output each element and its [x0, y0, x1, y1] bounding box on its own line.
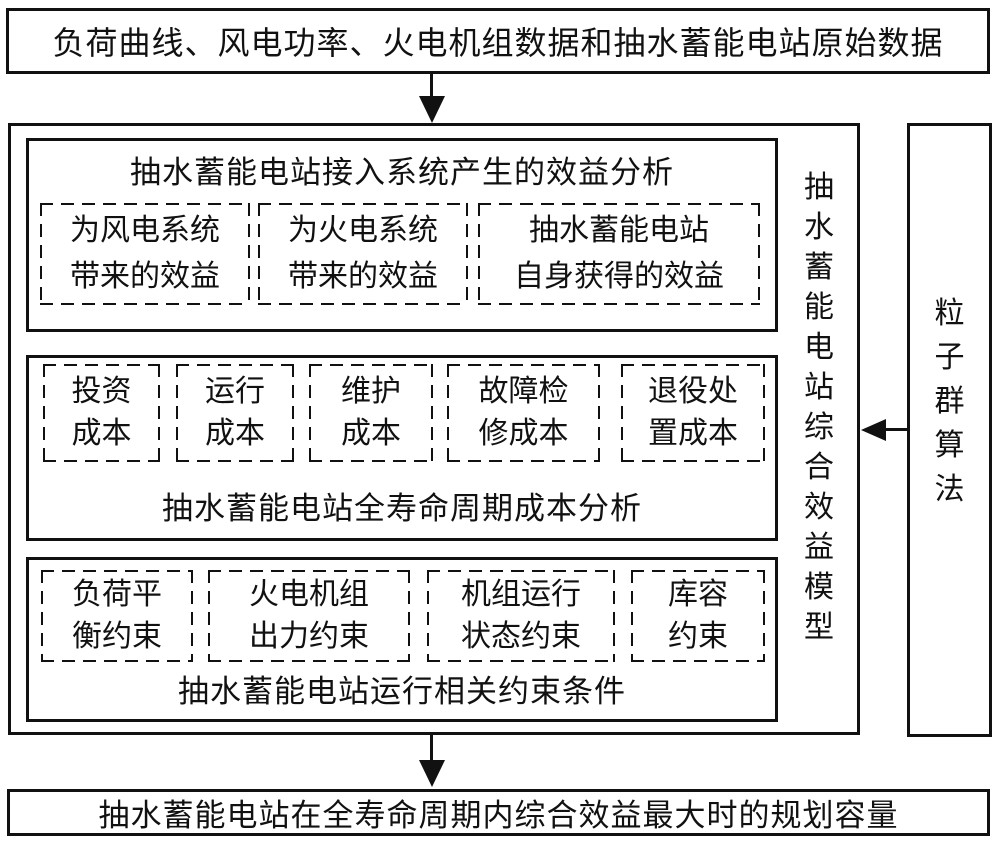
constraint-item-thermal-output-line2: 出力约束 [249, 620, 369, 653]
constraint-item-unit-state-line1: 机组运行 [461, 578, 581, 611]
cost-item-decommission: 退役处 置成本 [621, 364, 765, 462]
constraint-section-title: 抽水蓄能电站运行相关约束条件 [178, 674, 626, 709]
benefit-item-self: 抽水蓄能电站 自身获得的效益 [478, 203, 760, 305]
output-box: 抽水蓄能电站在全寿命周期内综合效益最大时的规划容量 [7, 789, 990, 836]
benefit-item-self-line1: 抽水蓄能电站 [529, 214, 709, 247]
constraint-item-reservoir-line2: 约束 [668, 620, 728, 653]
benefit-item-wind-line2: 带来的效益 [70, 260, 220, 293]
constraint-item-unit-state: 机组运行 状态约束 [427, 570, 615, 662]
cost-item-repair-line2: 修成本 [478, 417, 569, 450]
cost-item-repair-line1: 故障检 [478, 375, 569, 408]
cost-item-operation-line1: 运行 [205, 375, 265, 408]
cost-item-decommission-line1: 退役处 [648, 375, 738, 408]
arrow-model-to-output-line [430, 735, 433, 762]
constraint-item-unit-state-line2: 状态约束 [461, 620, 581, 653]
cost-section: 投资 成本 运行 成本 维护 成本 故障检 修成本 退役处 置成本 抽水蓄能电站… [26, 355, 778, 541]
benefit-section: 抽水蓄能电站接入系统产生的效益分析 为风电系统 带来的效益 为火电系统 带来的效… [26, 138, 778, 332]
constraint-item-load-balance-line1: 负荷平 [72, 578, 162, 611]
cost-item-operation-line2: 成本 [205, 417, 265, 450]
constraint-item-reservoir: 库容 约束 [631, 570, 765, 662]
pso-algorithm-label: 粒子群算法 [934, 297, 965, 506]
cost-section-title: 抽水蓄能电站全寿命周期成本分析 [162, 491, 642, 526]
cost-item-investment-line2: 成本 [71, 417, 132, 450]
input-data-label: 负荷曲线、风电功率、火电机组数据和抽水蓄能电站原始数据 [52, 25, 944, 61]
constraint-item-thermal-output: 火电机组 出力约束 [208, 570, 410, 662]
benefit-item-thermal-line1: 为火电系统 [288, 214, 438, 247]
input-data-box: 负荷曲线、风电功率、火电机组数据和抽水蓄能电站原始数据 [6, 8, 990, 74]
output-label: 抽水蓄能电站在全寿命周期内综合效益最大时的规划容量 [98, 798, 899, 833]
constraint-item-reservoir-line1: 库容 [668, 578, 728, 611]
arrow-input-to-model-line [430, 74, 433, 98]
cost-item-operation: 运行 成本 [176, 364, 294, 462]
cost-item-investment: 投资 成本 [43, 364, 160, 462]
arrow-down-output-icon [419, 760, 445, 787]
model-vertical-label: 抽水蓄能电站综合效益模型 [804, 171, 834, 644]
benefit-item-thermal-line2: 带来的效益 [288, 260, 438, 293]
cost-item-decommission-line2: 置成本 [648, 417, 738, 450]
benefit-section-title: 抽水蓄能电站接入系统产生的效益分析 [130, 155, 674, 190]
pso-algorithm-box: 粒子群算法 [907, 123, 992, 737]
benefit-item-wind-line1: 为风电系统 [70, 214, 220, 247]
cost-item-maintenance-line2: 成本 [341, 417, 401, 450]
constraint-item-load-balance: 负荷平 衡约束 [41, 570, 193, 662]
benefit-item-thermal: 为火电系统 带来的效益 [258, 203, 468, 305]
cost-item-investment-line1: 投资 [71, 375, 132, 408]
benefit-item-wind: 为风电系统 带来的效益 [40, 203, 250, 305]
benefit-item-self-line2: 自身获得的效益 [514, 260, 724, 293]
constraint-section: 负荷平 衡约束 火电机组 出力约束 机组运行 状态约束 库容 约束 抽水蓄能电站… [26, 557, 778, 722]
arrow-pso-to-model-line [884, 428, 907, 431]
cost-item-repair: 故障检 修成本 [447, 364, 600, 462]
arrow-down-icon [419, 96, 445, 123]
cost-item-maintenance-line1: 维护 [341, 375, 401, 408]
constraint-item-thermal-output-line1: 火电机组 [249, 578, 369, 611]
constraint-item-load-balance-line2: 衡约束 [72, 620, 162, 653]
arrow-left-icon [861, 419, 886, 441]
model-box: 抽水蓄能电站接入系统产生的效益分析 为风电系统 带来的效益 为火电系统 带来的效… [8, 123, 860, 735]
cost-item-maintenance: 维护 成本 [309, 364, 433, 462]
